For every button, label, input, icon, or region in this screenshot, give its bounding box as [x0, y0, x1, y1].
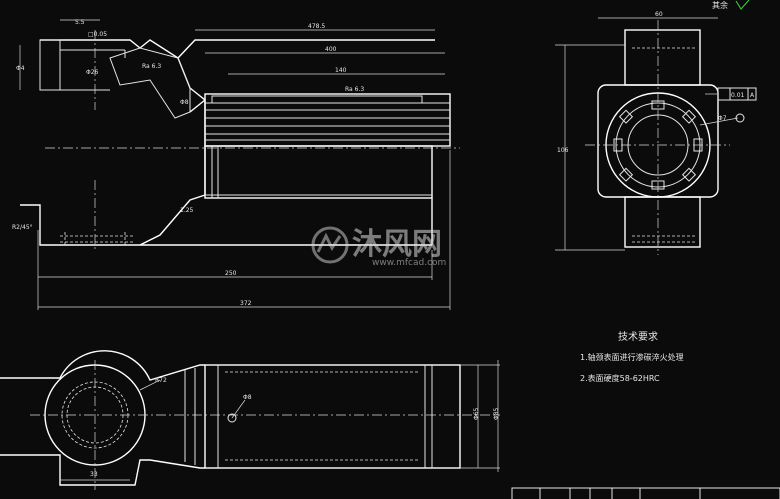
dim-chamfer: R2/45°	[12, 224, 33, 231]
dim-left-side: Φ8	[180, 99, 189, 106]
bottom-yoke-bottom	[0, 454, 205, 486]
dim-bottom-total: 372	[240, 300, 252, 307]
dim-roughness-bore: Ra 6.3	[142, 63, 161, 70]
dim-bottom-height1: Φ65	[473, 407, 480, 420]
dim-roughness-spline: Ra 6.3	[345, 86, 364, 93]
spline-texture	[211, 95, 423, 104]
watermark-logo-icon	[311, 226, 349, 264]
title-block	[511, 487, 780, 499]
section-hatch-right	[109, 47, 191, 119]
tech-requirements-title: 技术要求	[618, 330, 658, 343]
datum-symbol	[735, 113, 745, 123]
dim-top-mid: □0.05	[88, 31, 107, 38]
watermark-brand: 沐风网	[352, 227, 442, 262]
side-top-lug	[624, 29, 701, 86]
tolerance-value: 0.01	[731, 92, 745, 99]
dim-length-inner: 400	[325, 46, 337, 53]
tolerance-datum: A	[750, 92, 755, 99]
bottom-view: 33 R72 Φ8 Φ65 Φ85	[0, 350, 500, 490]
bottom-yoke-top	[0, 350, 205, 381]
dim-side-width: 60	[655, 11, 663, 18]
roughness-note-text: 其余	[712, 0, 728, 10]
dim-bottom-height2: Φ85	[493, 407, 500, 420]
side-bottom-lug	[624, 196, 701, 248]
bottom-shaft	[204, 364, 461, 469]
dim-top-left: 5.5	[75, 19, 85, 26]
dim-bottom-hole: Φ8	[243, 394, 252, 401]
shaft-body	[204, 93, 451, 147]
dim-bottom-left: 33	[90, 471, 98, 478]
dim-small: 1.25	[180, 207, 194, 214]
watermark-url: www.mfcad.com	[372, 258, 446, 268]
shaft-top-edge	[177, 39, 435, 59]
front-view: 5.5 □0.05 478.5 400 140 Ra 6.3 Ra 6.3 Φ4…	[12, 19, 460, 310]
section-hatch-left	[39, 39, 61, 91]
yoke-outline	[20, 39, 206, 246]
roughness-symbol-icon	[735, 0, 750, 10]
bottom-hole	[227, 413, 237, 423]
side-view: 60 106 0.01 A Φ7	[555, 11, 757, 255]
dim-length-spline: 140	[335, 67, 347, 74]
dim-bottom-radius: R72	[155, 377, 167, 384]
dim-bottom-inner: 250	[225, 270, 237, 277]
tech-requirement-item-2: 2.表面硬度58-62HRC	[580, 373, 660, 383]
dim-side-height: 106	[557, 147, 569, 154]
tech-requirements: 技术要求 1.轴颈表面进行渗碳淬火处理 2.表面硬度58-62HRC	[580, 330, 684, 383]
dim-left-height: Φ4	[16, 65, 25, 72]
roughness-note: 其余	[712, 0, 750, 10]
dim-bore-dia: Φ26	[86, 69, 99, 76]
shaft-lower	[204, 145, 433, 199]
dim-length-total-top: 478.5	[308, 23, 325, 30]
dim-side-small-dia: Φ7	[718, 115, 727, 122]
tech-requirement-item-1: 1.轴颈表面进行渗碳淬火处理	[580, 352, 684, 362]
watermark: 沐风网 www.mfcad.com	[311, 226, 446, 268]
